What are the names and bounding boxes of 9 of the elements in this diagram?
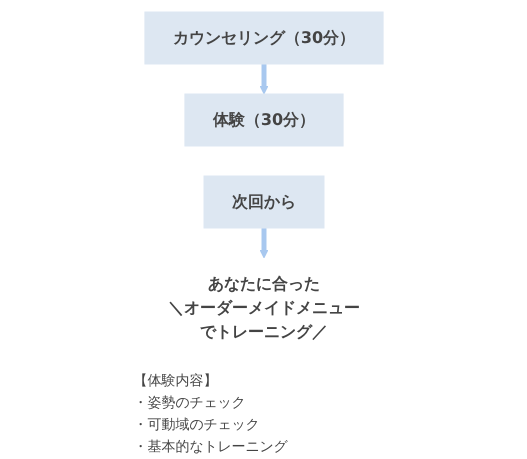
list-item: ・姿勢のチェック <box>134 394 246 413</box>
arrow <box>259 228 268 258</box>
list-item: ・基本的なトレーニング <box>134 438 289 457</box>
node-text: あなたに合った ＼オーダーメイドメニューでトレーニング／ <box>168 274 360 341</box>
node-box: 次回から <box>203 176 324 228</box>
list-item: ・可動域のチェック <box>134 416 260 435</box>
list-item: 【体験内容】 <box>134 372 218 391</box>
arrow <box>259 64 268 94</box>
node-box: カウンセリング（30分） <box>144 12 384 64</box>
